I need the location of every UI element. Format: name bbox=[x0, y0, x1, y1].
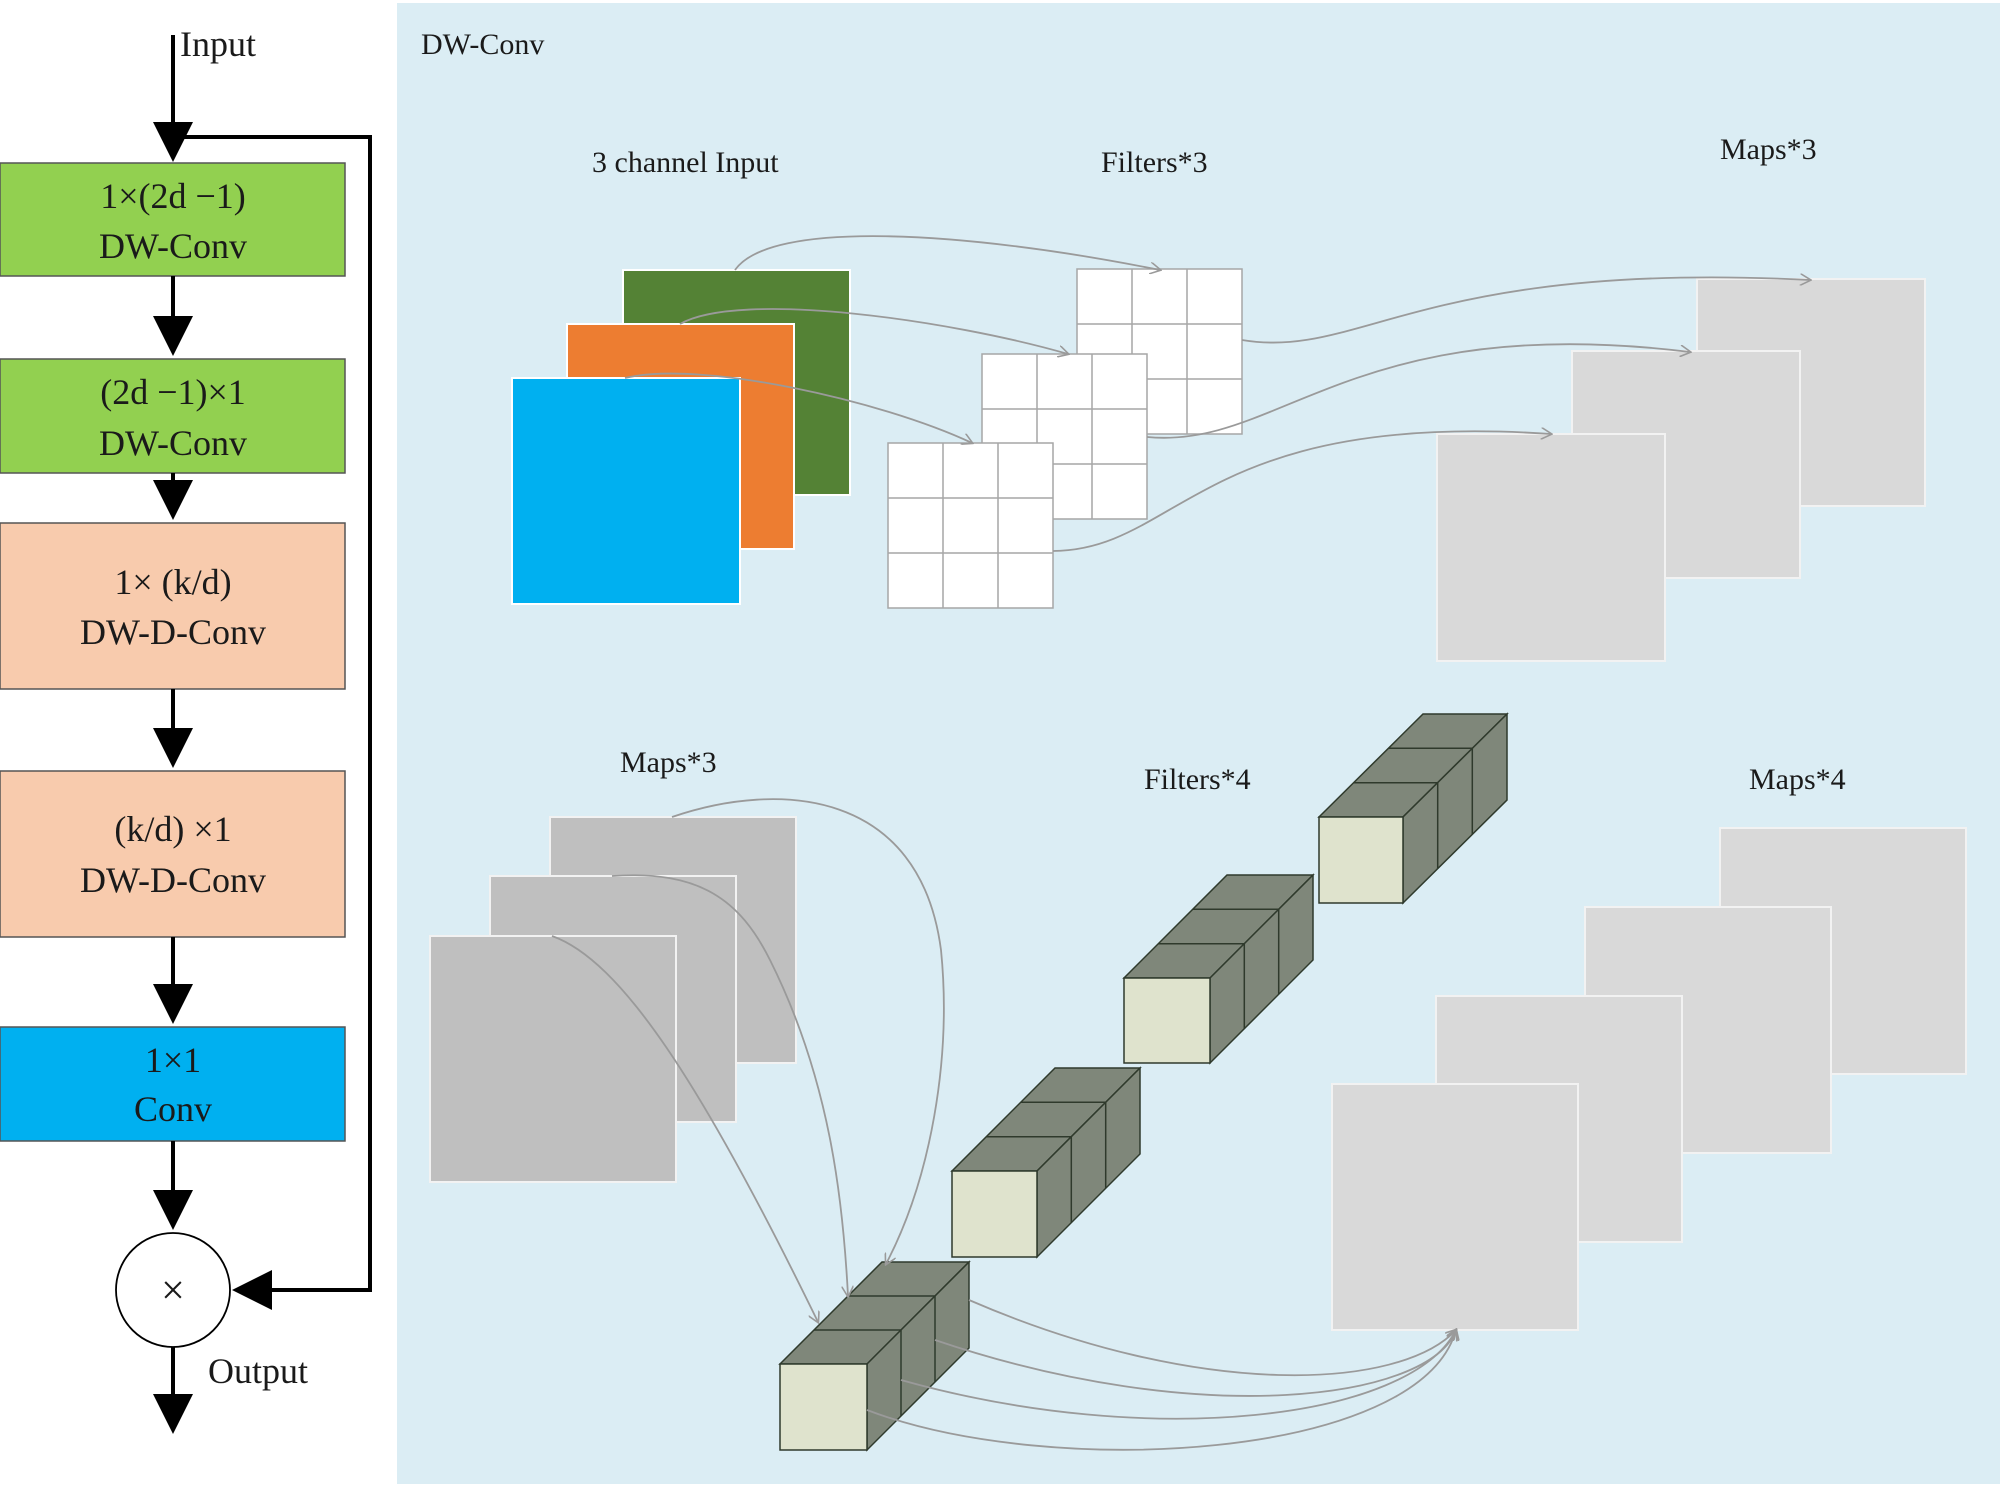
connector-arrow bbox=[611, 874, 848, 1296]
connector-arrow bbox=[679, 308, 1068, 354]
connector-arrow bbox=[900, 1330, 1456, 1420]
block-box bbox=[0, 162, 346, 277]
block-label-line1: 1×(2d −1) bbox=[100, 176, 246, 216]
block-1x2d-dw-conv: 1×(2d −1) DW-Conv bbox=[0, 162, 346, 277]
connector-arrow bbox=[551, 935, 818, 1322]
block-label-line2: DW-Conv bbox=[99, 423, 247, 463]
block-label-line1: (2d −1)×1 bbox=[100, 372, 246, 412]
connector-arrow bbox=[1146, 343, 1690, 439]
filter-block-4 bbox=[1317, 712, 1509, 905]
panel-background bbox=[397, 3, 2000, 1484]
top-input-label: 3 channel Input bbox=[592, 146, 779, 179]
bottom-out-map-1 bbox=[1331, 1083, 1579, 1331]
block-kdx1-dw-d-conv: (k/d) ×1 DW-D-Conv bbox=[0, 770, 346, 938]
bottom-maps-out-label: Maps*4 bbox=[1749, 763, 1846, 796]
bottom-filters-label: Filters*4 bbox=[1144, 763, 1251, 796]
block-box bbox=[0, 358, 346, 474]
input-channel-blue bbox=[511, 377, 741, 605]
skip-connection bbox=[173, 135, 372, 1310]
flowchart: Input 1×(2d −1) DW-Conv (2d −1)×1 DW-Con… bbox=[0, 24, 372, 1434]
top-filters-label: Filters*3 bbox=[1101, 146, 1208, 179]
bottom-maps-label: Maps*3 bbox=[620, 746, 717, 779]
block-2dx1-dw-conv: (2d −1)×1 DW-Conv bbox=[0, 358, 346, 474]
connector-arrow bbox=[671, 798, 945, 1264]
block-label-line2: DW-Conv bbox=[99, 226, 247, 266]
connector-arrow bbox=[866, 1330, 1456, 1451]
multiply-icon: × bbox=[161, 1268, 185, 1314]
connector-arrow bbox=[1241, 277, 1810, 344]
block-label-line2: DW-D-Conv bbox=[80, 612, 266, 652]
output-label: Output bbox=[208, 1351, 308, 1391]
block-1xkd-dw-d-conv: 1× (k/d) DW-D-Conv bbox=[0, 522, 346, 690]
block-label-line1: 1× (k/d) bbox=[114, 562, 231, 602]
block-box bbox=[0, 770, 346, 938]
connector-arrow bbox=[1052, 431, 1551, 552]
top-connectors bbox=[624, 235, 1810, 552]
filter-grid-front bbox=[887, 442, 1054, 609]
top-maps-label: Maps*3 bbox=[1720, 133, 1817, 166]
block-1x1-conv: 1×1 Conv bbox=[0, 1026, 346, 1142]
filter-block-3 bbox=[1122, 873, 1315, 1065]
panel-title: DW-Conv bbox=[421, 28, 544, 61]
connector-arrow bbox=[734, 235, 1160, 270]
block-box bbox=[0, 522, 346, 690]
block-label-line2: Conv bbox=[134, 1089, 212, 1129]
dw-conv-panel: DW-Conv 3 channel Input Filters*3 Maps*3 bbox=[397, 3, 2000, 1484]
block-label-line1: (k/d) ×1 bbox=[114, 809, 231, 849]
bottom-map-front bbox=[429, 935, 677, 1183]
block-label-line2: DW-D-Conv bbox=[80, 860, 266, 900]
filter-block-1 bbox=[778, 1260, 971, 1452]
block-box bbox=[0, 1026, 346, 1142]
bottom-connectors bbox=[551, 798, 1456, 1451]
filter-block-2 bbox=[950, 1066, 1142, 1259]
top-map-front bbox=[1436, 433, 1666, 662]
connector-arrow bbox=[624, 372, 972, 443]
block-label-line1: 1×1 bbox=[145, 1040, 201, 1080]
connector-arrow bbox=[968, 1299, 1456, 1377]
input-label: Input bbox=[180, 24, 256, 64]
multiply-node: × bbox=[115, 1232, 231, 1348]
